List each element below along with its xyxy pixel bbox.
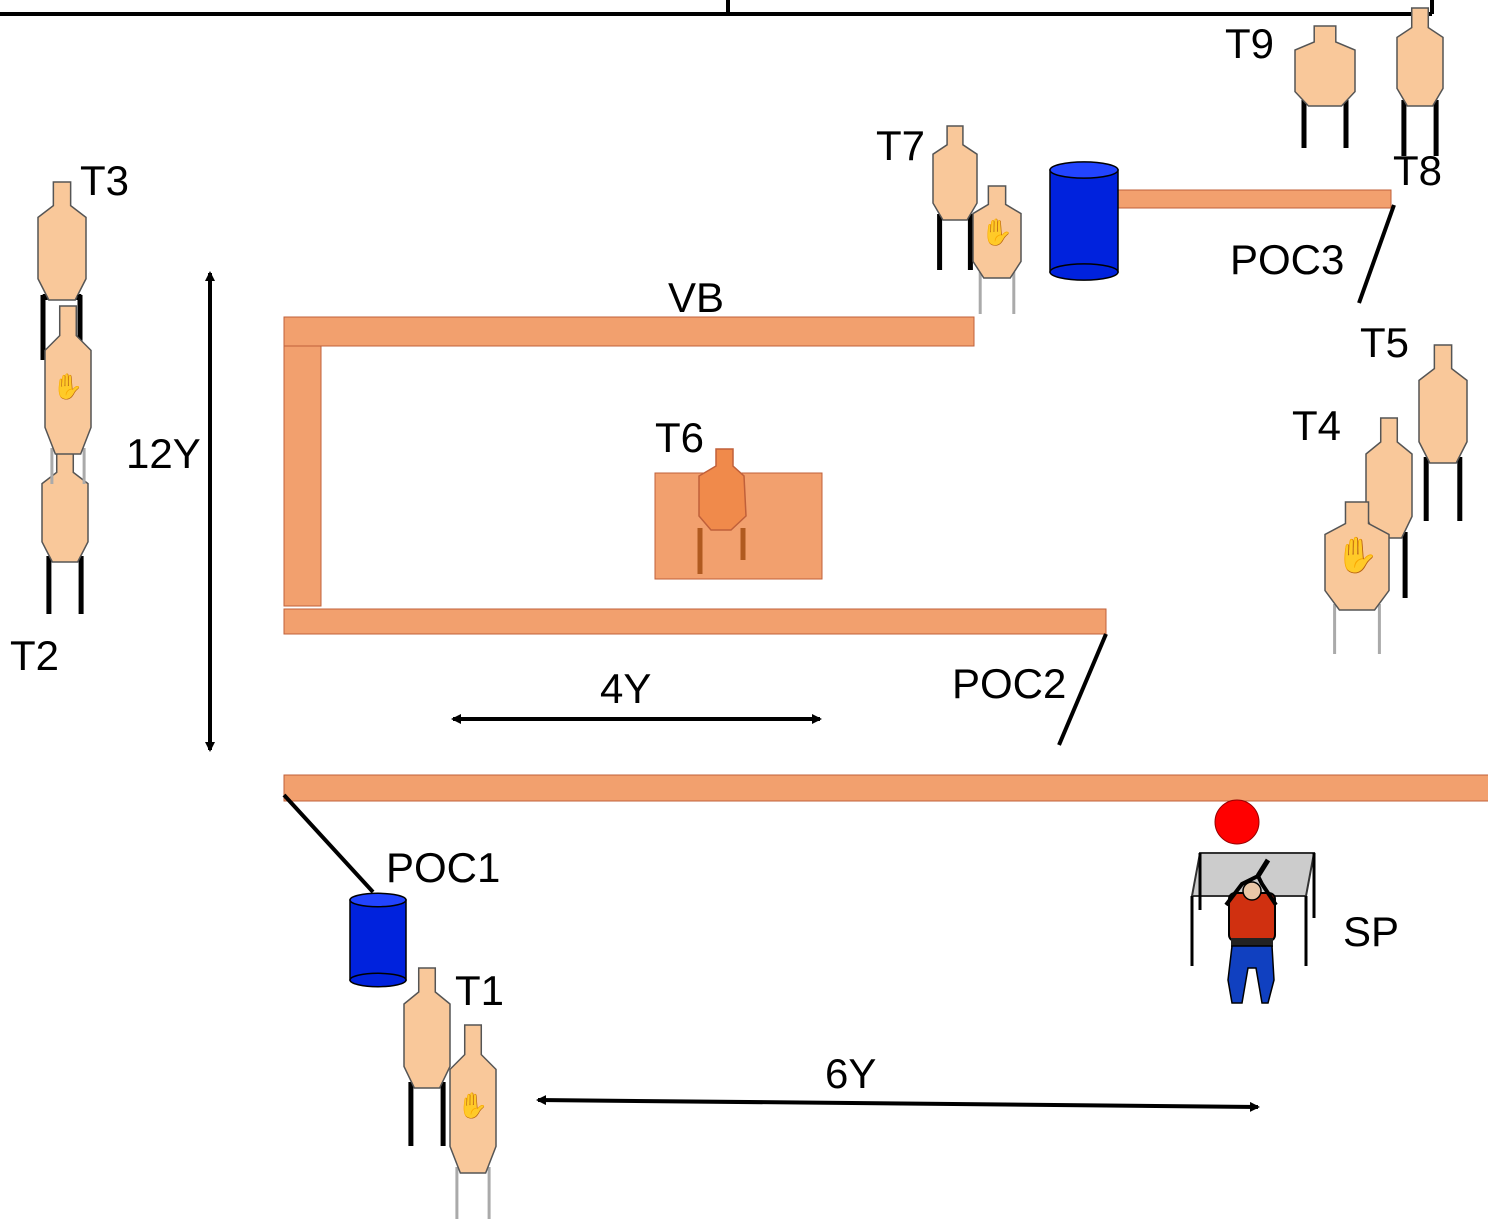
hand-no-shoot-icon: ✋ xyxy=(981,217,1013,248)
barrels xyxy=(349,161,1119,988)
no-shoot-right: ✋ xyxy=(1324,501,1390,654)
target-t3 xyxy=(37,181,87,301)
label-t4: T4 xyxy=(1292,402,1341,449)
label-t1: T1 xyxy=(455,967,504,1014)
label-t9: T9 xyxy=(1225,20,1274,67)
fault-line-poc1 xyxy=(282,793,375,894)
wall-vb-left xyxy=(283,345,322,607)
arrow-6y xyxy=(536,1095,1260,1112)
fault-lines xyxy=(282,204,1396,894)
label-t6: T6 xyxy=(655,414,704,461)
label-poc2: POC2 xyxy=(952,660,1066,707)
label-t7: T7 xyxy=(876,122,925,169)
no-shoot-t7: ✋ xyxy=(972,185,1022,314)
target-t9 xyxy=(1294,25,1356,148)
fault-line-poc3 xyxy=(1357,204,1396,304)
target-t5 xyxy=(1418,344,1468,521)
labels: VB POC1 POC2 POC3 SP T1 T2 T3 T4 T5 T6 T… xyxy=(10,20,1442,1097)
label-t3: T3 xyxy=(80,157,129,204)
wall-vb-top xyxy=(283,316,975,347)
hand-no-shoot-icon: ✋ xyxy=(1335,535,1379,576)
label-12y: 12Y xyxy=(126,430,201,477)
label-4y: 4Y xyxy=(600,665,651,712)
wall-bottom-long xyxy=(283,774,1488,802)
label-poc3: POC3 xyxy=(1230,236,1344,283)
dimension-arrows xyxy=(205,271,1260,1112)
start-marker-red-dot-icon xyxy=(1214,799,1260,845)
target-t7 xyxy=(932,125,978,270)
barrel-icon-poc1 xyxy=(349,892,407,988)
walls xyxy=(283,189,1488,802)
label-sp: SP xyxy=(1343,908,1399,955)
label-6y: 6Y xyxy=(825,1050,876,1097)
label-t8: T8 xyxy=(1393,147,1442,194)
barrel-icon-top xyxy=(1049,161,1119,281)
wall-poc3 xyxy=(1117,189,1392,209)
target-t1 xyxy=(403,967,451,1146)
target-t6 xyxy=(697,448,747,574)
hand-no-shoot-icon: ✋ xyxy=(52,372,83,401)
target-t8 xyxy=(1396,7,1444,156)
no-shoot-left: ✋ xyxy=(44,305,92,484)
target-t2 xyxy=(41,449,89,614)
label-vb: VB xyxy=(668,274,724,321)
no-shoot-t1: ✋ xyxy=(449,1024,497,1219)
shooter-at-table-icon xyxy=(1190,852,1316,1004)
start-position xyxy=(1190,799,1316,1004)
label-t2: T2 xyxy=(10,632,59,679)
hand-no-shoot-icon: ✋ xyxy=(457,1091,488,1120)
label-poc1: POC1 xyxy=(386,844,500,891)
top-border xyxy=(0,0,1434,16)
wall-vb-bottom xyxy=(283,608,1107,635)
targets: ✋ ✋ ✋ ✋ xyxy=(37,7,1468,1219)
fault-line-poc2 xyxy=(1057,633,1108,746)
label-t5: T5 xyxy=(1360,319,1409,366)
